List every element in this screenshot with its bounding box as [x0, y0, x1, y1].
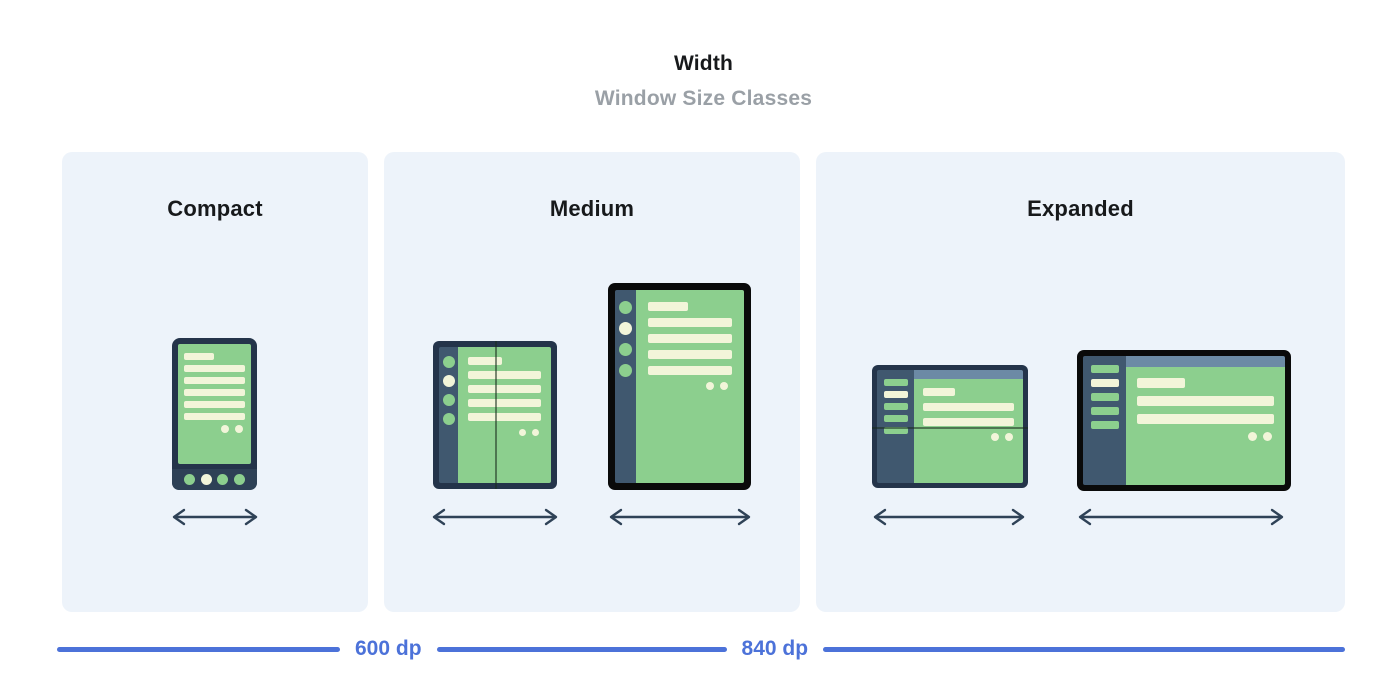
axis-line-segment: [57, 646, 340, 652]
sidebar-item-bar: [1090, 393, 1119, 401]
skeleton-dot: [519, 429, 526, 436]
app-bar: [914, 370, 1023, 379]
screen-content: [1126, 367, 1285, 485]
nav-rail: [439, 347, 458, 483]
sidebar-item-bar: [1090, 421, 1119, 429]
sidebar-item-bar: [883, 415, 908, 422]
rail-dot-icon: [619, 364, 632, 377]
sidebar-item-bar: [883, 403, 908, 410]
skeleton-line: [1137, 396, 1274, 406]
skeleton-line: [468, 413, 541, 421]
skeleton-line: [468, 357, 502, 365]
skeleton-line: [648, 302, 688, 311]
device-screen: [458, 347, 551, 483]
skeleton-dot: [1263, 432, 1272, 441]
skeleton-line: [923, 418, 1014, 426]
breakpoint-label-600dp: 600 dp: [355, 637, 422, 660]
fold-crease-line: [495, 341, 497, 489]
diagram-subtitle: Window Size Classes: [594, 87, 813, 110]
skeleton-line: [1137, 378, 1185, 388]
skeleton-line: [184, 413, 245, 420]
sidebar-item-bar: [883, 427, 908, 434]
rail-dot-icon: [442, 413, 455, 425]
nav-sidebar: [1083, 356, 1126, 485]
rail-dot-icon: [619, 322, 632, 335]
breakpoint-axis: 600 dp 840 dp: [57, 634, 1345, 664]
skeleton-dot: [235, 425, 243, 433]
skeleton-dots: [923, 433, 1014, 441]
device-screen: [636, 290, 744, 483]
sidebar-item-bar: [883, 379, 908, 386]
sidebar-item-bar: [1090, 365, 1119, 373]
sidebar-item-bar: [883, 391, 908, 398]
rail-dot-icon: [619, 301, 632, 314]
width-arrow-icon: [172, 508, 258, 526]
skeleton-line: [184, 377, 245, 384]
sidebar-item-bar: [1090, 379, 1119, 387]
device-screen: [1126, 356, 1285, 485]
skeleton-dot: [706, 382, 714, 390]
rail-dot-icon: [619, 343, 632, 356]
skeleton-line: [923, 403, 1014, 411]
panel-compact-title: Compact: [167, 196, 263, 221]
skeleton-line: [468, 385, 541, 393]
skeleton-line: [648, 318, 732, 327]
nav-dot-icon: [183, 474, 195, 485]
skeleton-line: [1137, 414, 1274, 424]
rail-dot-icon: [442, 394, 455, 406]
diagram-title: Width: [673, 52, 734, 75]
screen-content: [914, 379, 1023, 483]
app-bar: [1126, 356, 1285, 367]
fold-crease-line: [872, 426, 1028, 429]
nav-dot-icon: [217, 474, 229, 485]
panel-compact: Compact: [62, 152, 368, 612]
skeleton-line: [923, 388, 955, 396]
skeleton-dots: [468, 429, 541, 436]
diagram-header: Width Window Size Classes: [62, 52, 1345, 111]
sidebar-item-bar: [1090, 407, 1119, 415]
foldable-portrait-device-illustration: [433, 341, 557, 489]
width-arrow-icon: [1078, 508, 1284, 526]
skeleton-line: [184, 365, 245, 372]
nav-dot-icon: [234, 474, 246, 485]
tablet-portrait-device-illustration: [608, 283, 751, 490]
skeleton-dot: [720, 382, 728, 390]
phone-screen: [178, 344, 251, 464]
skeleton-dot: [221, 425, 229, 433]
panel-medium: Medium: [384, 152, 800, 612]
rail-dot-icon: [442, 375, 455, 387]
skeleton-line: [648, 350, 732, 359]
panel-medium-title: Medium: [549, 196, 635, 221]
width-arrow-icon: [609, 508, 751, 526]
foldable-landscape-device-illustration: [872, 365, 1028, 488]
tablet-landscape-device-illustration: [1077, 350, 1291, 491]
device-screen: [914, 370, 1023, 483]
skeleton-dot: [991, 433, 999, 441]
skeleton-dot: [1248, 432, 1257, 441]
nav-rail: [615, 290, 636, 483]
skeleton-line: [184, 401, 245, 408]
phone-device-illustration: [172, 338, 257, 490]
panel-expanded: Expanded: [816, 152, 1345, 612]
breakpoint-label-840dp: 840 dp: [741, 637, 809, 660]
width-arrow-icon: [873, 508, 1025, 526]
rail-dot-icon: [442, 356, 455, 368]
axis-line-segment: [436, 646, 727, 652]
skeleton-line: [184, 389, 245, 396]
skeleton-dot: [532, 429, 539, 436]
skeleton-line: [468, 371, 541, 379]
phone-nav-bar: [172, 469, 257, 490]
nav-dot-icon: [200, 474, 212, 485]
skeleton-line: [648, 366, 732, 375]
skeleton-line: [468, 399, 541, 407]
width-arrow-icon: [432, 508, 558, 526]
skeleton-dots: [648, 382, 732, 390]
skeleton-dot: [1005, 433, 1013, 441]
panel-expanded-title: Expanded: [1027, 196, 1134, 221]
skeleton-dots: [184, 425, 245, 433]
axis-line-segment: [823, 646, 1345, 652]
skeleton-line: [648, 334, 732, 343]
skeleton-line: [184, 353, 214, 360]
skeleton-dots: [1137, 432, 1274, 441]
